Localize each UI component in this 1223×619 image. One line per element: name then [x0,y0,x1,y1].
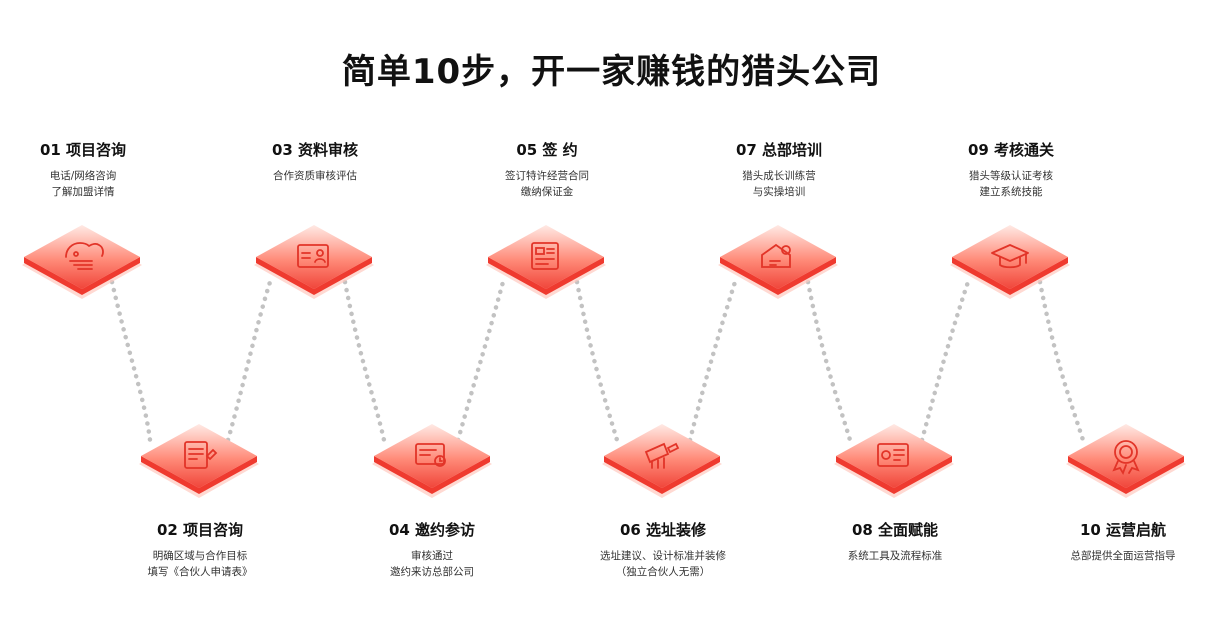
step-08-text: 08 全面赋能 系统工具及流程标准 [795,519,995,564]
empower-icon [877,443,909,467]
step-07-tile [716,213,840,305]
step-title: 09 考核通关 [967,141,1055,159]
step-description: 审核通过 邀约来访总部公司 [390,550,474,578]
step-title: 06 选址装修 [619,521,707,539]
invitation-icon [415,443,446,467]
step-09-tile [948,213,1072,305]
training-icon [761,243,791,268]
step-description: 猎头等级认证考核 建立系统技能 [969,170,1053,198]
step-title: 03 资料审核 [271,141,359,159]
application-form-icon [184,441,218,469]
step-title: 08 全面赋能 [851,521,939,539]
step-05-tile [484,213,608,305]
step-01-text: 01 项目咨询 电话/网络咨询 了解加盟详情 [0,139,183,200]
step-06-text: 06 选址装修 选址建议、设计标准并装修 （独立合伙人无需） [563,519,763,580]
step-02-tile [137,412,261,504]
step-title: 07 总部培训 [735,141,823,159]
step-title: 05 签 约 [516,141,578,159]
graduation-cap-icon [991,244,1029,269]
step-description: 合作资质审核评估 [273,170,357,182]
step-06-tile [600,412,724,504]
step-title: 10 运营启航 [1079,521,1167,539]
step-07-text: 07 总部培训 猎头成长训练营 与实操培训 [679,139,879,200]
step-description: 电话/网络咨询 了解加盟详情 [49,170,117,198]
page-title: 简单10步，开一家赚钱的猎头公司 [341,52,882,92]
step-01-tile [20,213,144,305]
step-04-text: 04 邀约参访 审核通过 邀约来访总部公司 [332,519,532,580]
step-09-text: 09 考核通关 猎头等级认证考核 建立系统技能 [911,139,1111,200]
step-10-text: 10 运营启航 总部提供全面运营指导 [1023,519,1223,564]
step-description: 明确区域与合作目标 填写《合伙人申请表》 [147,550,253,578]
step-10-tile [1064,412,1188,504]
step-08-tile [832,412,956,504]
step-05-text: 05 签 约 签订特许经营合同 缴纳保证金 [447,139,647,200]
step-description: 猎头成长训练营 与实操培训 [742,170,816,198]
id-card-icon [297,244,329,268]
step-description: 总部提供全面运营指导 [1070,550,1176,562]
step-03-text: 03 资料审核 合作资质审核评估 [215,139,415,184]
step-description: 选址建议、设计标准并装修 （独立合伙人无需） [600,550,726,578]
step-04-tile [370,412,494,504]
medal-icon [1112,440,1140,476]
step-03-tile [252,213,376,305]
step-title: 04 邀约参访 [388,521,476,539]
step-description: 签订特许经营合同 缴纳保证金 [505,170,589,198]
handshake-icon [65,242,104,270]
step-title: 01 项目咨询 [39,141,127,159]
step-title: 02 项目咨询 [156,521,244,539]
step-02-text: 02 项目咨询 明确区域与合作目标 填写《合伙人申请表》 [100,519,300,580]
step-description: 系统工具及流程标准 [847,550,943,562]
contract-icon [531,242,559,270]
renovation-icon [644,442,680,469]
